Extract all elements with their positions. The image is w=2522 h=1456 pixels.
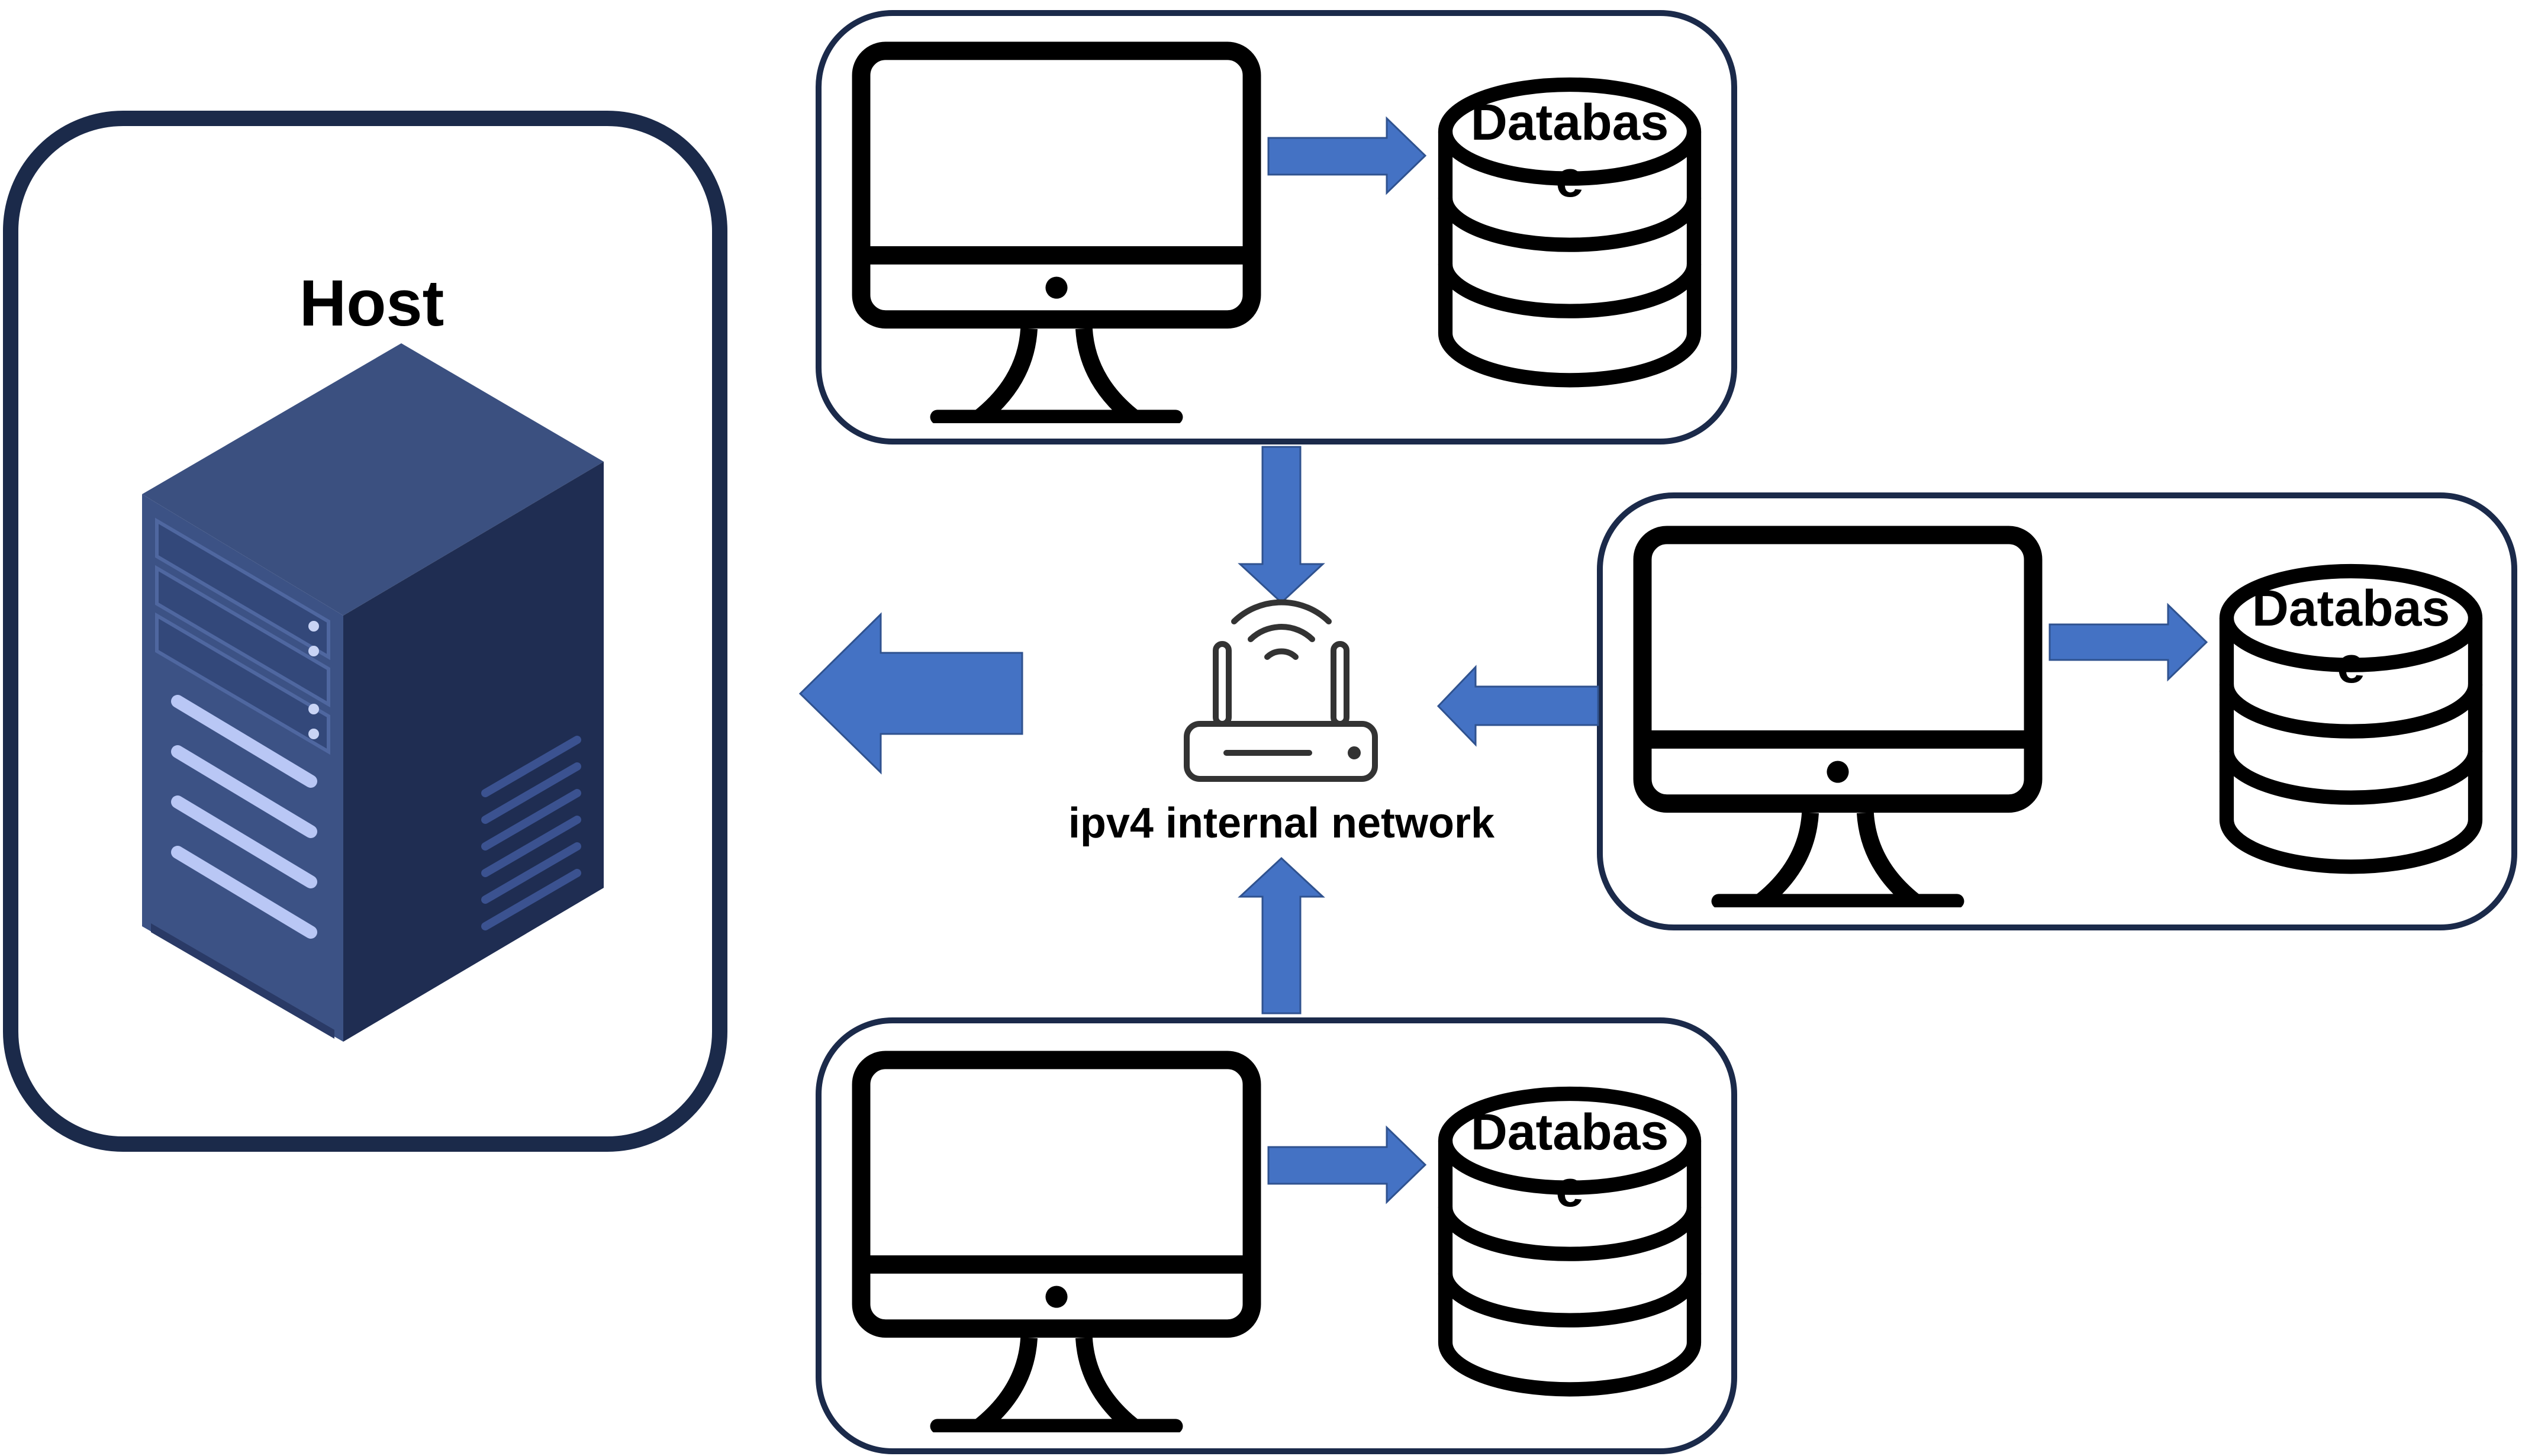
client-panel-right: Databas e — [1597, 492, 2517, 930]
arrow-computer-to-db-top — [1267, 116, 1427, 195]
database-label-top-line2: e — [1555, 151, 1584, 208]
wifi-router-icon — [1184, 599, 1378, 782]
database-icon: Databas e — [2227, 571, 2475, 866]
database-label-top-line1: Databas — [1471, 94, 1669, 151]
database-label-bottom-line1: Databas — [1471, 1104, 1669, 1161]
arrow-bottom-to-router — [1238, 856, 1325, 1014]
network-label: ipv4 internal network — [1068, 800, 1495, 847]
arrow-computer-to-db-bottom — [1267, 1125, 1427, 1204]
arrow-to-host — [798, 612, 1023, 775]
database-icon: Databas e — [1445, 85, 1694, 380]
client-panel-bottom: Databas e — [816, 1017, 1737, 1454]
database-label-right-line1: Databas — [2252, 580, 2450, 637]
database-label-bottom-line2: e — [1555, 1161, 1584, 1217]
server-rack-icon — [142, 343, 604, 1042]
database-label-right-line2: e — [2337, 637, 2365, 694]
database-icon: Databas e — [1445, 1094, 1694, 1389]
host-label: Host — [299, 267, 444, 340]
arrow-top-to-router — [1238, 446, 1325, 604]
arrow-computer-to-db-right — [2048, 603, 2208, 682]
arrow-right-to-router — [1436, 665, 1599, 747]
host-panel: Host — [3, 111, 727, 1152]
client-panel-top: Databas e — [816, 10, 1737, 444]
